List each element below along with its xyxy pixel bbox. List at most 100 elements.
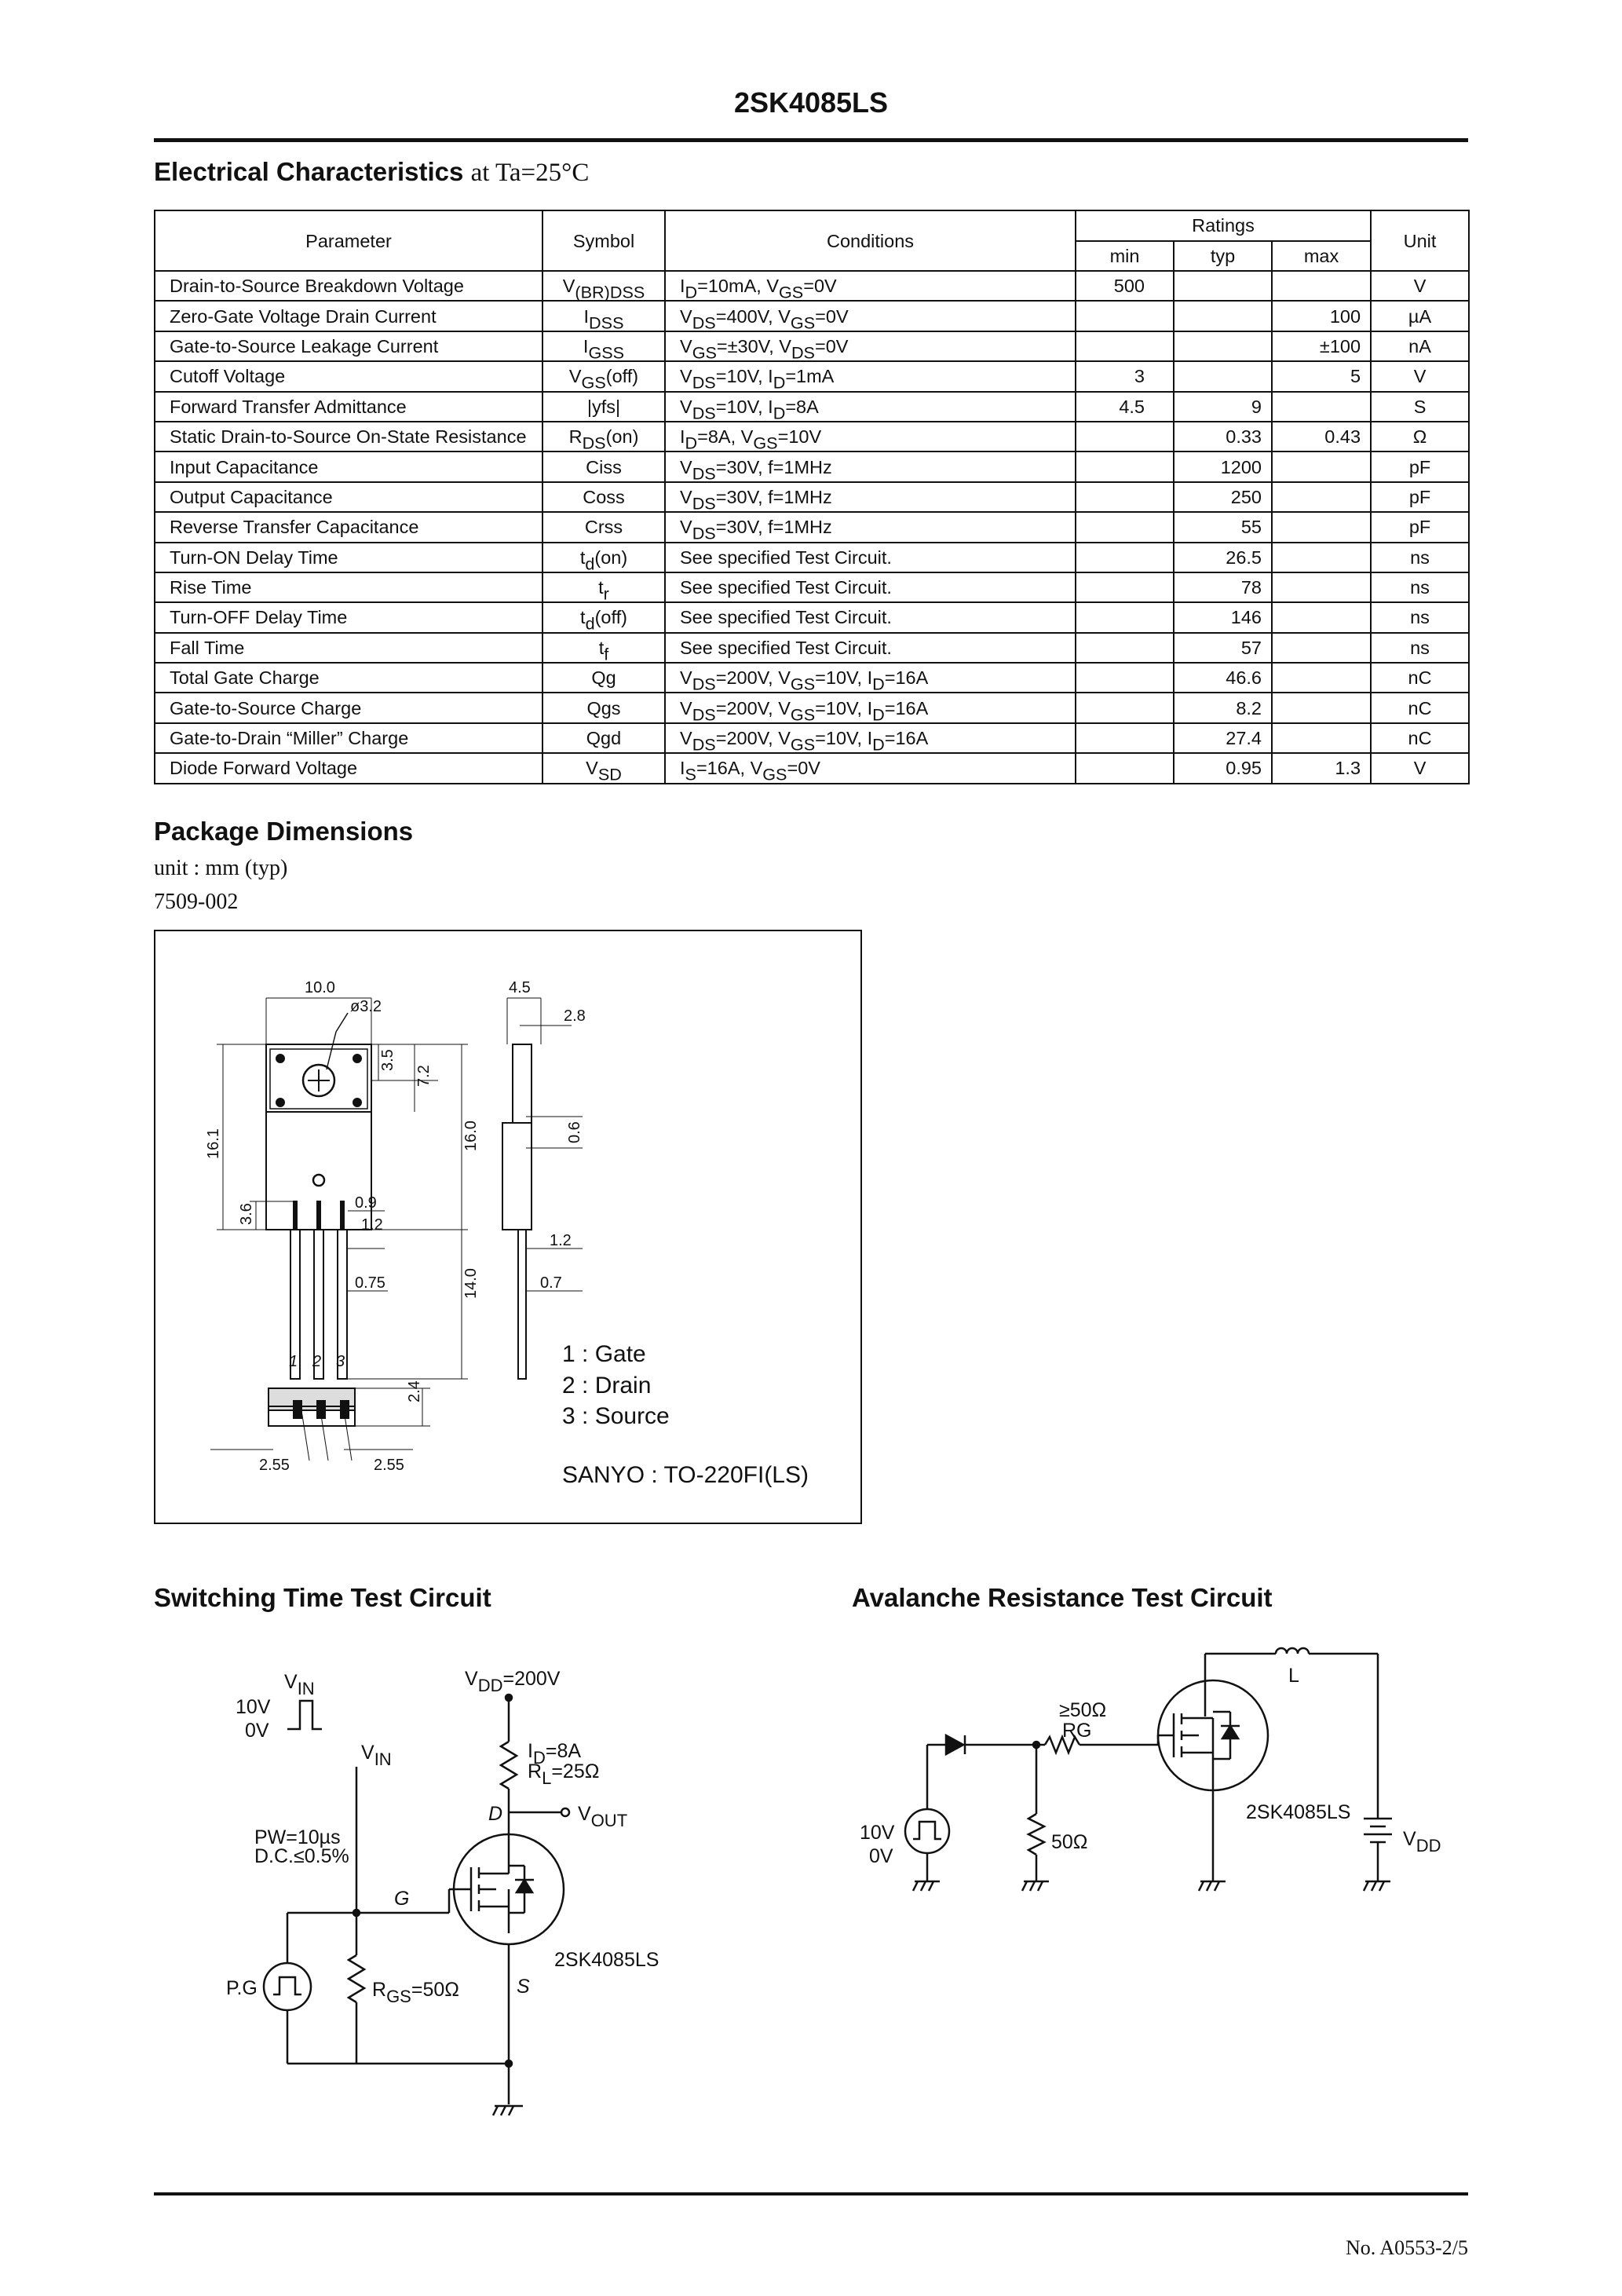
cell-parameter: Reverse Transfer Capacitance	[154, 511, 543, 543]
sw-id: ID=8A	[528, 1740, 581, 1768]
dim-0-75: 0.75	[355, 1274, 385, 1292]
package-drawing: 10.0 ø3.2 3.5 7.2 16.0 16.1 3.6 0.9 1.2 …	[205, 979, 809, 1488]
cell-max	[1270, 390, 1372, 422]
cell-unit: pF	[1370, 481, 1470, 514]
cell-typ: 26.5	[1173, 541, 1273, 573]
cell-min	[1075, 511, 1174, 543]
pin-label-1: 1	[289, 1353, 298, 1370]
pin-label-2: 2	[312, 1353, 321, 1370]
cell-typ: 9	[1173, 390, 1273, 422]
cell-conditions: VDS=200V, VGS=10V, ID=16A	[664, 722, 1076, 755]
cell-max	[1270, 541, 1372, 573]
dim-2-55-left: 2.55	[259, 1457, 290, 1474]
cell-conditions: VGS=±30V, VDS=0V	[664, 330, 1076, 363]
pin-label-3: 3	[336, 1353, 345, 1370]
cell-symbol: td(off)	[542, 601, 666, 634]
cell-conditions: VDS=200V, VGS=10V, ID=16A	[664, 662, 1076, 694]
sw-source-label: S	[517, 1976, 530, 1998]
dim-16-1: 16.1	[205, 1128, 222, 1159]
electrical-table: Parameter Symbol Conditions Ratings Unit…	[154, 210, 1470, 784]
sw-vdd: VDD=200V	[465, 1668, 561, 1695]
footer-rule	[154, 2192, 1468, 2195]
package-code: 7509-002	[154, 890, 239, 914]
cell-symbol: IGSS	[542, 330, 666, 363]
dim-2-8: 2.8	[564, 1007, 586, 1025]
cell-parameter: Turn-ON Delay Time	[154, 541, 543, 573]
footer-doc-number: No. A0553-2/5	[1346, 2236, 1468, 2259]
cell-conditions: VDS=10V, ID=8A	[664, 390, 1076, 422]
cell-max	[1270, 601, 1372, 634]
av-0v: 0V	[869, 1845, 893, 1867]
switching-circuit: VIN 10V 0V VDD=200V ID=8A RL=25Ω D VOUT …	[226, 1668, 659, 2116]
cell-min	[1075, 330, 1174, 363]
col-ratings: Ratings	[1074, 210, 1372, 242]
cell-min	[1075, 300, 1174, 332]
cell-unit: nC	[1370, 722, 1470, 755]
cell-conditions: ID=10mA, VGS=0V	[664, 269, 1076, 302]
cell-unit: Ω	[1370, 420, 1470, 453]
sw-vout: VOUT	[578, 1803, 627, 1830]
cell-parameter: Gate-to-Source Leakage Current	[154, 330, 543, 363]
cell-conditions: See specified Test Circuit.	[664, 571, 1076, 604]
cell-unit: nC	[1370, 692, 1470, 724]
page-title: 2SK4085LS	[733, 86, 889, 119]
dim-1-2-side: 1.2	[550, 1232, 572, 1249]
table-row: Forward Transfer Admittance|yfs|VDS=10V,…	[154, 390, 1470, 422]
cell-min	[1075, 662, 1174, 694]
cell-typ: 0.95	[1173, 752, 1273, 784]
sw-vin-label: VIN	[361, 1742, 392, 1769]
col-max: max	[1270, 239, 1372, 272]
cell-max	[1270, 451, 1372, 483]
package-drawing-box: 10.0 ø3.2 3.5 7.2 16.0 16.1 3.6 0.9 1.2 …	[154, 930, 862, 1524]
cell-min	[1075, 420, 1174, 453]
col-symbol: Symbol	[542, 210, 666, 272]
cell-min: 500	[1075, 269, 1174, 302]
cell-typ: 0.33	[1173, 420, 1273, 453]
av-10v: 10V	[860, 1822, 895, 1844]
electrical-heading: Electrical Characteristics at Ta=25°C	[154, 157, 589, 188]
cell-unit: pF	[1370, 451, 1470, 483]
cell-min	[1075, 451, 1174, 483]
cell-unit: nC	[1370, 662, 1470, 694]
cell-parameter: Cutoff Voltage	[154, 360, 543, 393]
cell-symbol: Qgs	[542, 692, 666, 724]
cell-max	[1270, 662, 1372, 694]
cell-max: ±100	[1270, 330, 1372, 363]
package-unit-note: unit : mm (typ)	[154, 856, 288, 880]
cell-conditions: See specified Test Circuit.	[664, 631, 1076, 664]
cell-symbol: Coss	[542, 481, 666, 514]
cell-max	[1270, 511, 1372, 543]
av-rg-label: RG	[1062, 1720, 1092, 1742]
cell-conditions: VDS=200V, VGS=10V, ID=16A	[664, 692, 1076, 724]
sw-pg: P.G	[226, 1977, 258, 1999]
dim-7-2: 7.2	[415, 1065, 433, 1087]
cell-typ: 27.4	[1173, 722, 1273, 755]
cell-typ: 8.2	[1173, 692, 1273, 724]
sw-rl: RL=25Ω	[528, 1760, 599, 1788]
av-rg-value: ≥50Ω	[1059, 1699, 1106, 1721]
cell-unit: ns	[1370, 541, 1470, 573]
cell-max	[1270, 481, 1372, 514]
cell-min	[1075, 692, 1174, 724]
col-conditions: Conditions	[664, 210, 1076, 272]
dim-hole: ø3.2	[350, 998, 382, 1015]
cell-conditions: VDS=30V, f=1MHz	[664, 511, 1076, 543]
avalanche-circuit: L ≥50Ω RG 2SK4085LS 10V 0V 50Ω VDD	[860, 1647, 1441, 1892]
cell-parameter: Fall Time	[154, 631, 543, 664]
cell-parameter: Rise Time	[154, 571, 543, 604]
cell-symbol: IDSS	[542, 300, 666, 332]
avalanche-heading: Avalanche Resistance Test Circuit	[852, 1583, 1273, 1612]
pin-drain: 2 : Drain	[562, 1373, 651, 1398]
dim-width: 10.0	[305, 979, 335, 996]
cell-max: 1.3	[1270, 752, 1372, 784]
sw-10v: 10V	[236, 1696, 271, 1718]
